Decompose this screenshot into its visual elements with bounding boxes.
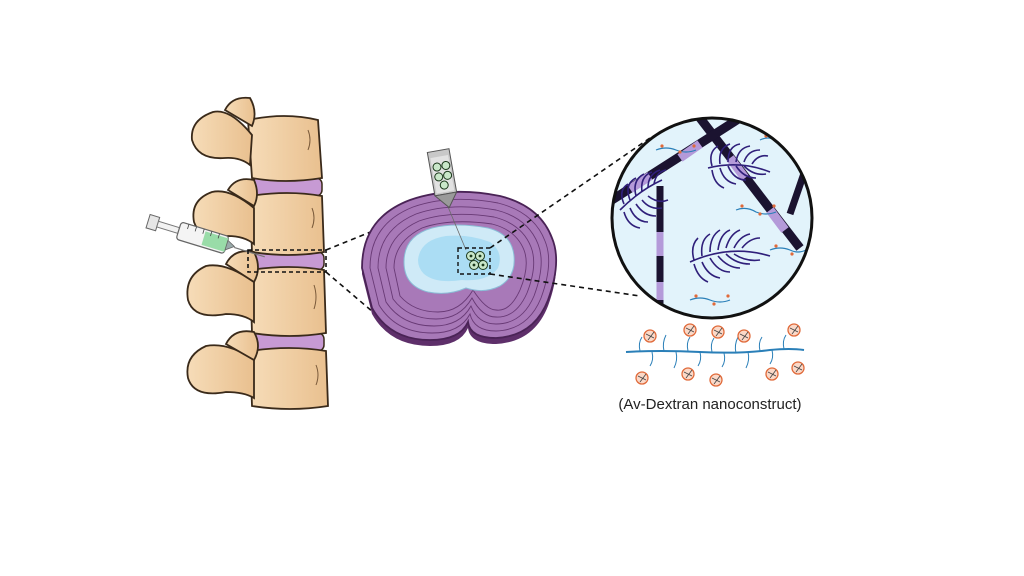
nanoconstruct-icon — [625, 323, 805, 387]
connector-lines-spine — [325, 221, 396, 319]
highlight-box-disc — [247, 249, 327, 273]
vertebra-4 — [186, 330, 329, 410]
highlight-box-nucleus — [457, 247, 491, 275]
nanoconstruct-caption: (Av-Dextran nanoconstruct) — [618, 396, 802, 413]
dextran-side-chains — [638, 334, 787, 369]
intervertebral-discs — [249, 177, 325, 352]
vertebra-3 — [186, 250, 327, 337]
dextran-backbone — [625, 348, 805, 354]
cell-vial-icon — [426, 148, 458, 209]
vertebra-1 — [190, 96, 323, 182]
vertebral-column-icon — [186, 96, 329, 410]
magnified-view-icon — [610, 116, 814, 320]
connector-lines-magnifier — [489, 137, 651, 297]
syringe-icon — [145, 213, 265, 258]
aggrecan-brushes — [619, 143, 771, 283]
intervertebral-disc-cross-section-icon — [361, 190, 558, 346]
bone-texture — [307, 129, 319, 386]
